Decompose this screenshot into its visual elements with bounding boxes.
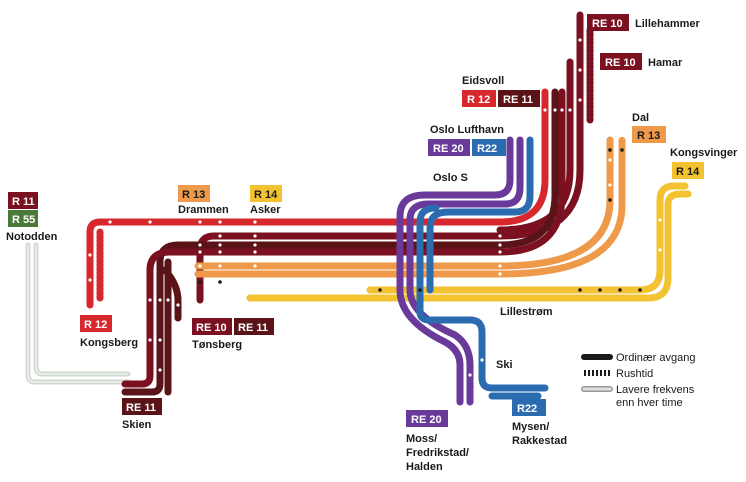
badge-re11-eidsvoll: RE 11 xyxy=(503,94,533,106)
badge-r12-eidsvoll: R 12 xyxy=(467,94,490,106)
badges: RE 10 RE 10 R 12 RE 11 RE 20 R22 R 13 R … xyxy=(8,14,704,427)
station-kongsberg: Kongsberg xyxy=(80,337,138,349)
badge-re11-tonsberg: RE 11 xyxy=(238,322,268,334)
legend-regular-label: Ordinær avgang xyxy=(616,352,696,364)
badge-r14-kongsvinger: R 14 xyxy=(676,166,700,178)
legend-low-label: Lavere frekvens xyxy=(616,384,695,396)
legend-rush-label: Rushtid xyxy=(616,368,653,380)
station-moss-1: Moss/ xyxy=(406,433,437,445)
badge-r22-airport: R22 xyxy=(477,143,497,155)
badge-re11-skien: RE 11 xyxy=(126,402,156,414)
station-oslo-s: Oslo S xyxy=(433,172,468,184)
legend: Ordinær avgang Rushtid Lavere frekvens e… xyxy=(581,352,696,409)
line-re11 xyxy=(121,88,559,396)
station-asker: Asker xyxy=(250,204,281,216)
line-re11-b xyxy=(121,88,566,388)
badge-r12-kongsberg: R 12 xyxy=(84,319,107,331)
station-kongsvinger: Kongsvinger xyxy=(670,147,738,159)
station-stops xyxy=(88,38,662,377)
line-r14 xyxy=(366,182,689,294)
station-drammen: Drammen xyxy=(178,204,229,216)
station-eidsvoll: Eidsvoll xyxy=(462,75,504,87)
badge-r22-mysen: R22 xyxy=(517,403,537,415)
line-r22-b xyxy=(426,136,534,294)
station-ski: Ski xyxy=(496,359,513,371)
black-stop-markers xyxy=(198,148,642,292)
legend-low-label-2: enn hver time xyxy=(616,397,683,409)
station-lillehammer: Lillehammer xyxy=(635,18,701,30)
station-notodden: Notodden xyxy=(6,231,58,243)
badge-r13-dal: R 13 xyxy=(637,130,660,142)
line-re20-b xyxy=(406,136,524,406)
badge-r11-notodden: R 11 xyxy=(12,196,35,208)
station-skien: Skien xyxy=(122,419,152,431)
line-r13 xyxy=(194,136,614,270)
station-labels: Lillehammer Hamar Eidsvoll Oslo Lufthavn… xyxy=(6,18,738,473)
station-moss-2: Fredrikstad/ xyxy=(406,447,469,459)
badge-r55-notodden: R 55 xyxy=(12,214,35,226)
line-r22-c xyxy=(416,204,440,294)
badge-re20-airport: RE 20 xyxy=(433,143,464,155)
line-r55-low-frequency xyxy=(25,242,131,385)
badge-re10-hamar: RE 10 xyxy=(605,57,636,69)
badge-re10-lillehammer: RE 10 xyxy=(592,18,623,30)
line-r11-low-frequency xyxy=(33,242,131,377)
badge-r13-drammen: R 13 xyxy=(182,189,205,201)
station-moss-3: Halden xyxy=(406,461,443,473)
station-dal: Dal xyxy=(632,112,649,124)
station-tonsberg: Tønsberg xyxy=(192,339,242,351)
badge-re10-tonsberg: RE 10 xyxy=(196,322,227,334)
station-mysen-1: Mysen/ xyxy=(512,421,549,433)
line-r22 xyxy=(416,286,549,392)
line-re20 xyxy=(396,136,514,406)
station-lillestrom: Lillestrøm xyxy=(500,306,553,318)
line-r14-rush xyxy=(246,190,694,302)
badge-re20-moss: RE 20 xyxy=(411,414,442,426)
badge-r14-asker: R 14 xyxy=(254,189,278,201)
station-mysen-2: Rakkestad xyxy=(512,435,567,447)
line-r13-dal xyxy=(496,136,626,278)
station-hamar: Hamar xyxy=(648,57,683,69)
line-r12 xyxy=(86,88,549,309)
station-oslo-lufthavn: Oslo Lufthavn xyxy=(430,124,504,136)
